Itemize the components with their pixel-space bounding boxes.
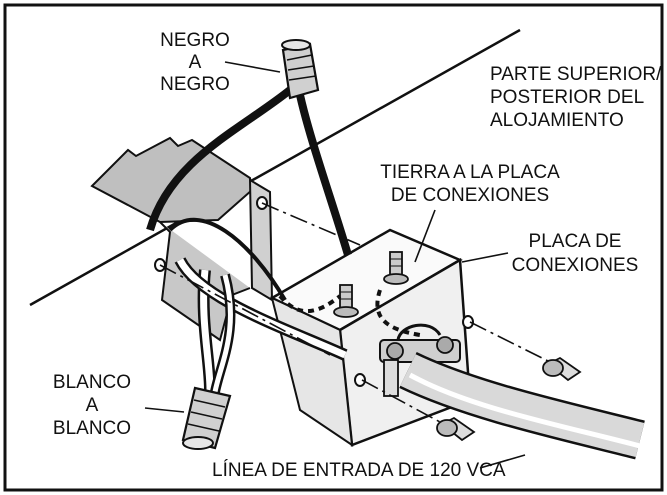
black-wire-1 [146, 86, 293, 232]
label-blanco-line3: BLANCO [53, 418, 131, 439]
label-negro-a-negro: NEGRO A NEGRO [160, 30, 230, 95]
housing-edge-line [29, 28, 521, 307]
guide-line-4 [361, 379, 441, 423]
cable-clamp [379, 323, 461, 397]
label-placa-line2: CONEXIONES [512, 255, 639, 276]
label-blanco-a-blanco: BLANCO A BLANCO [53, 372, 131, 439]
label-blanco-line2: A [86, 395, 99, 416]
label-parte-line2: POSTERIOR DEL [490, 87, 644, 108]
wire-nut-black [281, 39, 320, 100]
leader-tierra [414, 209, 436, 263]
incoming-cable [400, 354, 645, 457]
label-linea-entrada: LÍNEA DE ENTRADA DE 120 VCA [212, 460, 506, 481]
wire-nut-white [181, 386, 232, 450]
label-negro-line2: A [189, 52, 202, 73]
box-hole-1 [462, 315, 474, 329]
label-placa: PLACA DE CONEXIONES [512, 231, 639, 276]
label-placa-line1: PLACA DE [529, 231, 622, 252]
leader-blanco [144, 407, 185, 413]
label-parte-line3: ALOJAMIENTO [490, 110, 624, 131]
label-negro-line1: NEGRO [160, 30, 230, 51]
white-wire-3 [212, 274, 233, 393]
guide-line-1 [261, 202, 361, 246]
box-hole-2 [354, 373, 366, 387]
hidden-wire-1 [278, 294, 342, 314]
guide-line-2 [159, 264, 331, 356]
label-tierra-line2: DE CONEXIONES [391, 185, 549, 206]
label-tierra: TIERRA A LA PLACA DE CONEXIONES [380, 162, 560, 206]
label-parte-superior: PARTE SUPERIOR/ POSTERIOR DEL ALOJAMIENT… [490, 64, 662, 131]
leader-placa [461, 252, 509, 263]
leader-negro [224, 61, 281, 73]
ground-screw-2 [383, 251, 409, 285]
cable-highlight [408, 372, 641, 449]
label-blanco-line1: BLANCO [53, 372, 131, 393]
screw-right [542, 356, 582, 382]
label-negro-line3: NEGRO [160, 74, 230, 95]
guide-line-3 [469, 321, 551, 363]
label-parte-line1: PARTE SUPERIOR/ [490, 64, 662, 85]
leader-linea [479, 454, 526, 469]
label-tierra-line1: TIERRA A LA PLACA [380, 162, 560, 183]
black-wire-3 [168, 217, 287, 302]
black-wire-2 [296, 94, 352, 257]
screw-bottom [436, 416, 476, 442]
hidden-wire-2 [375, 289, 421, 337]
